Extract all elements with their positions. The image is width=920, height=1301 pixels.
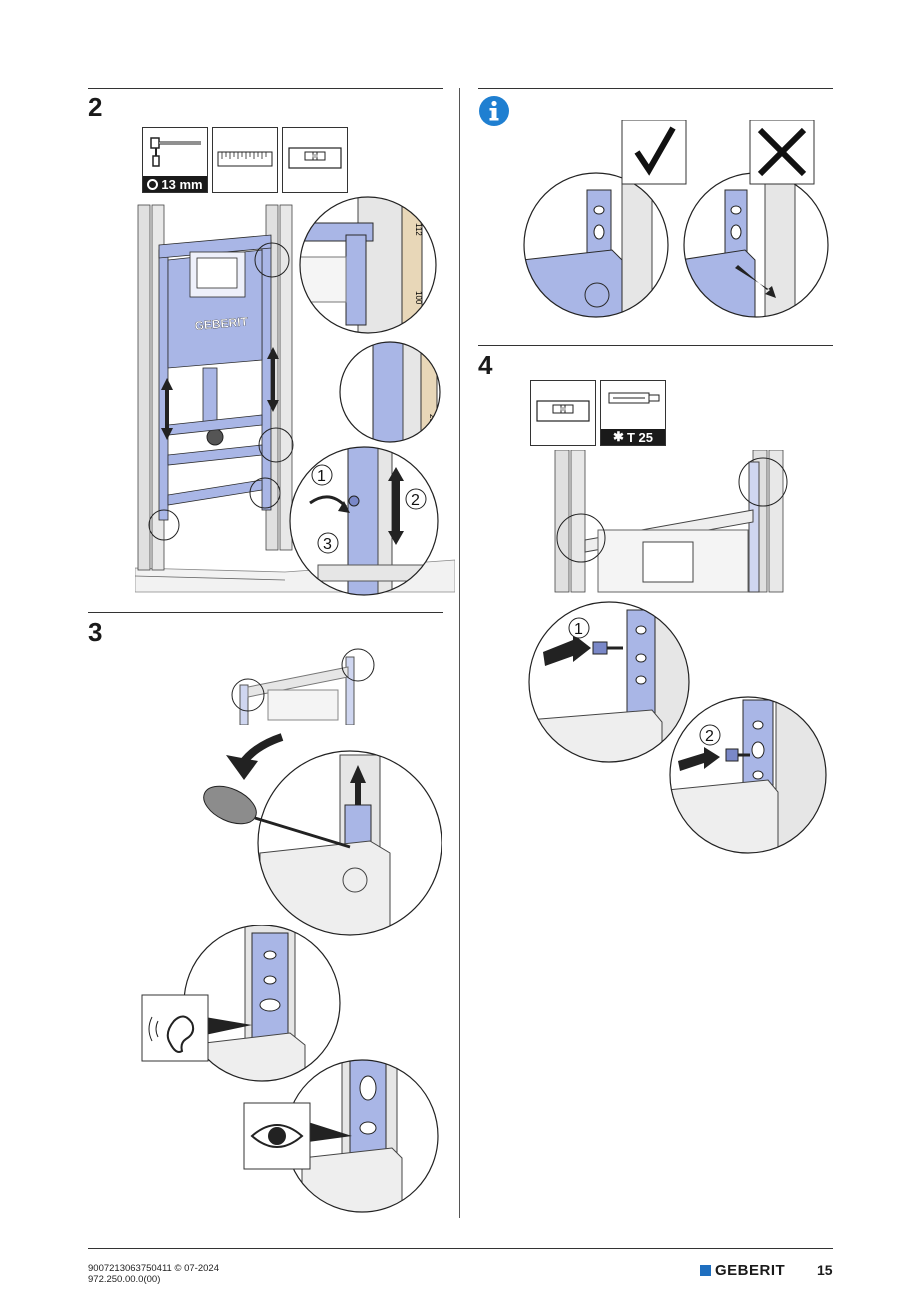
- screwdriver-bit-icon: [608, 392, 660, 404]
- ear-icon: [148, 1015, 195, 1053]
- folding-rule-tool-box: [212, 127, 278, 193]
- callout-2: 2: [411, 492, 420, 509]
- footer-rule: [88, 1248, 833, 1249]
- frame-top-overview: [231, 648, 375, 725]
- socket-wrench-tool-box: 13 mm: [142, 127, 208, 193]
- brand-square-icon: [700, 1265, 711, 1276]
- ruler-mark-100: 100: [414, 291, 423, 305]
- step4-callout-2: 2: [705, 728, 714, 745]
- correct-example: [523, 120, 687, 318]
- screwdriver-detail: [203, 733, 442, 936]
- check-icon: [634, 126, 676, 176]
- spirit-level-icon: [288, 147, 342, 169]
- hex-nut-icon: [147, 178, 159, 190]
- step4-frame-illustration: [554, 450, 788, 593]
- step4-detail-screw-2: 2: [669, 696, 827, 854]
- height-adjust-arrows: [161, 347, 279, 440]
- callout-1: 1: [317, 468, 326, 485]
- installation-frame-illustration: GEBERIT: [135, 204, 455, 593]
- ruler-mark-33: 33: [428, 352, 437, 361]
- brand-logo: GEBERIT: [700, 1262, 785, 1279]
- cross-icon: [757, 127, 807, 177]
- spirit-level-tool-box: [282, 127, 348, 193]
- step3-rule: [88, 612, 443, 613]
- socket-wrench-icon: [150, 137, 201, 167]
- spirit-level-tool-box-2: [530, 380, 596, 446]
- step-number-4: 4: [478, 350, 493, 380]
- frame-logo-text: GEBERIT: [194, 314, 249, 333]
- info-icon: [479, 96, 509, 126]
- article-number: 972.250.00.0(00): [88, 1274, 161, 1285]
- torx-star-icon: ✱: [613, 429, 624, 444]
- step4-rule: [478, 345, 833, 346]
- torx-size-label: ✱ T 25: [601, 429, 665, 445]
- step-number-2: 2: [88, 92, 103, 122]
- incorrect-example: [683, 120, 829, 318]
- column-divider: [459, 88, 460, 1218]
- wrench-size-label: 13 mm: [143, 176, 207, 192]
- doc-code: 9007213063750411 © 07-2024: [88, 1263, 219, 1274]
- zoom-detail-ruler-middle: 33 23: [339, 341, 441, 443]
- spirit-level-icon: [536, 400, 590, 422]
- callout-3: 3: [323, 536, 332, 553]
- ruler-mark-112: 112: [414, 223, 423, 236]
- step-number-3: 3: [88, 617, 103, 647]
- step4-callout-1: 1: [574, 621, 583, 638]
- step4-detail-screw-1: 1: [528, 601, 690, 763]
- step2-rule: [88, 88, 443, 89]
- page-number: 15: [817, 1262, 833, 1278]
- zoom-detail-adjust: 1 2 3: [289, 446, 439, 596]
- screwdriver-icon: [203, 785, 351, 849]
- eye-icon: [250, 1124, 304, 1148]
- info-rule: [478, 88, 833, 89]
- torx-bit-tool-box: ✱ T 25: [600, 380, 666, 446]
- folding-rule-icon: [217, 151, 273, 167]
- zoom-detail-ruler-top: 112 100: [299, 196, 437, 334]
- eye-check-detail: [243, 1059, 439, 1213]
- ear-check-detail: [141, 925, 341, 1082]
